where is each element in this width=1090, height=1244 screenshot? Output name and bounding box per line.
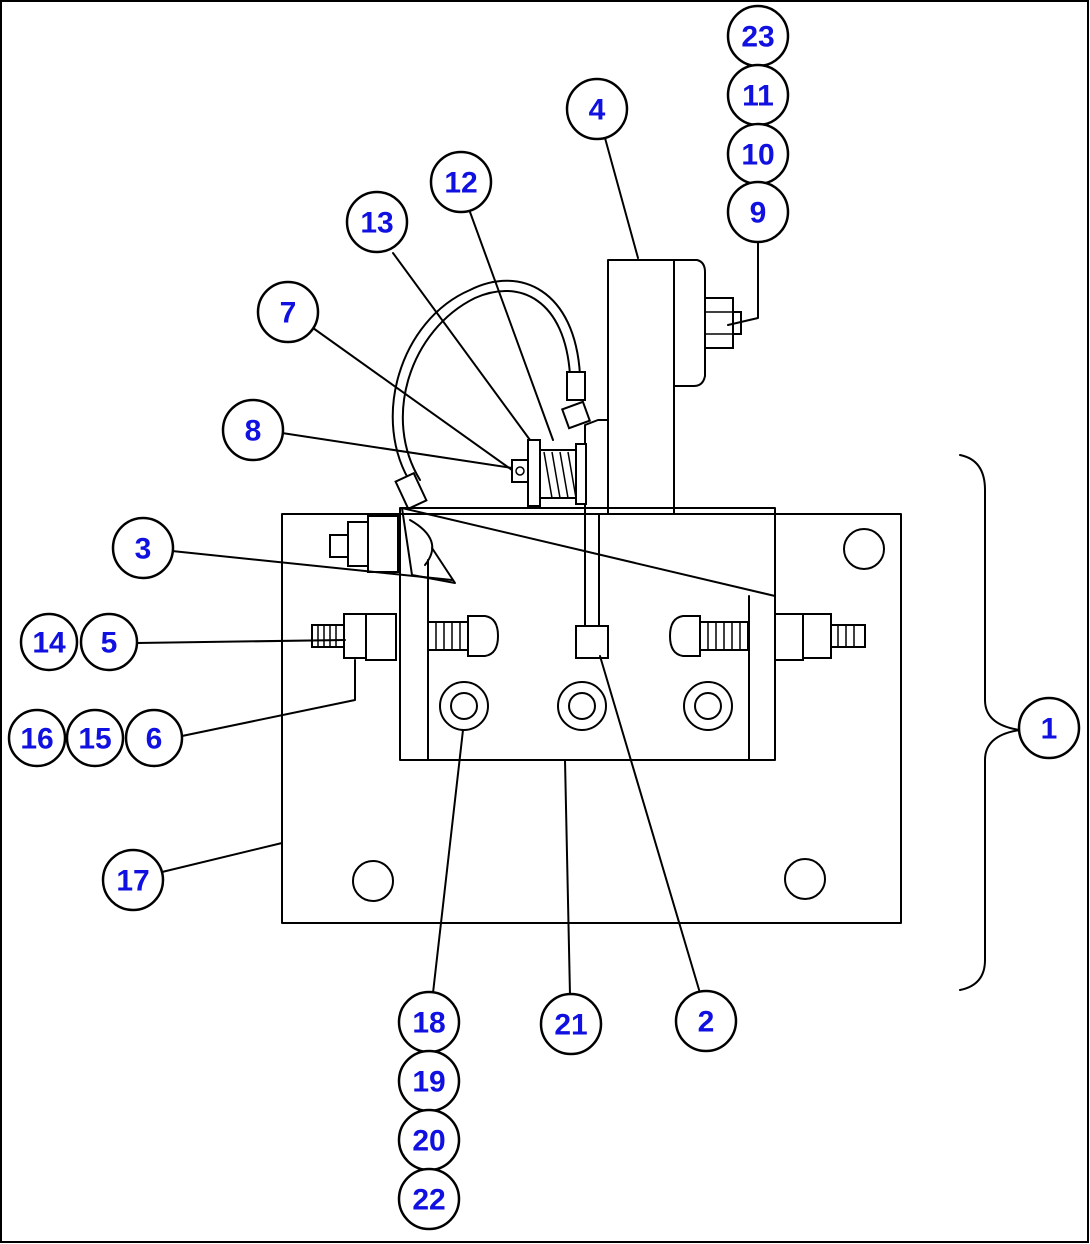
callout-label: 12 [444,167,477,200]
callout-circle [256,280,320,344]
assembly-brace [959,454,1021,991]
callout-circle [726,180,790,244]
callout-5: 5 [79,612,139,672]
callout-2: 2 [674,989,738,1053]
callout-label: 2 [698,1006,715,1039]
callout-label: 5 [101,627,118,660]
callout-circle [111,516,175,580]
callout-circle [1017,696,1081,760]
callout-7: 7 [256,280,320,344]
callout-1: 1 [1017,696,1081,760]
callout-label: 21 [554,1009,587,1042]
callout-label: 15 [78,723,111,756]
callout-13: 13 [345,190,409,254]
bracket-nut [704,297,742,349]
callout-19: 19 [397,1049,461,1113]
callout-21: 21 [539,992,603,1056]
callout-label: 9 [750,197,767,230]
callout-9: 9 [726,180,790,244]
callout-4: 4 [565,77,629,141]
bracket [584,259,706,515]
callout-label: 10 [741,139,774,172]
callout-label: 14 [32,627,66,660]
callout-circle [674,989,738,1053]
callout-circle [221,398,285,462]
callout-label: 7 [280,297,297,330]
callout-circle [345,190,409,254]
callout-circle [124,708,184,768]
callout-label: 19 [412,1066,445,1099]
adjusting-bolt-right [668,613,866,661]
callout-label: 3 [135,533,152,566]
callout-12: 12 [429,150,493,214]
callout-17: 17 [101,848,165,912]
callout-20: 20 [397,1108,461,1172]
callout-balloons: 23 11 10 9 4 12 13 7 8 3 14 5 16 15 6 1 17 18 19 20 22 21 2 [7,4,1081,1231]
callout-label: 11 [742,80,774,113]
callout-label: 16 [20,723,53,756]
callout-8: 8 [221,398,285,462]
callout-label: 13 [360,207,393,240]
callout-label: 8 [245,415,262,448]
callout-16: 16 [7,708,67,768]
callout-15: 15 [65,708,125,768]
callout-label: 17 [116,865,149,898]
callout-circle [65,708,125,768]
callout-circle [565,77,629,141]
callout-circle [397,1167,461,1231]
callout-circle [429,150,493,214]
callout-6: 6 [124,708,184,768]
callout-circle [79,612,139,672]
callout-18: 18 [397,990,461,1054]
callout-label: 18 [412,1007,445,1040]
wire-harness [391,279,592,511]
callout-22: 22 [397,1167,461,1231]
callout-circle [19,612,79,672]
adjusting-bolt-left [311,613,500,661]
callout-label: 22 [412,1184,445,1217]
callout-3: 3 [111,516,175,580]
callout-label: 4 [589,94,606,127]
callout-circle [539,992,603,1056]
callout-circle [7,708,67,768]
stop-bolt-upper [329,515,434,573]
callout-11: 11 [726,63,790,127]
callout-10: 10 [726,122,790,186]
callout-circle [101,848,165,912]
callout-label: 20 [412,1125,445,1158]
callout-label: 23 [741,21,774,54]
leader-lines [136,137,759,996]
callout-23: 23 [726,4,790,68]
callout-14: 14 [19,612,79,672]
base-plate [281,513,902,924]
switch-coil [511,439,587,507]
callout-label: 6 [146,723,163,756]
callout-label: 1 [1041,713,1058,746]
